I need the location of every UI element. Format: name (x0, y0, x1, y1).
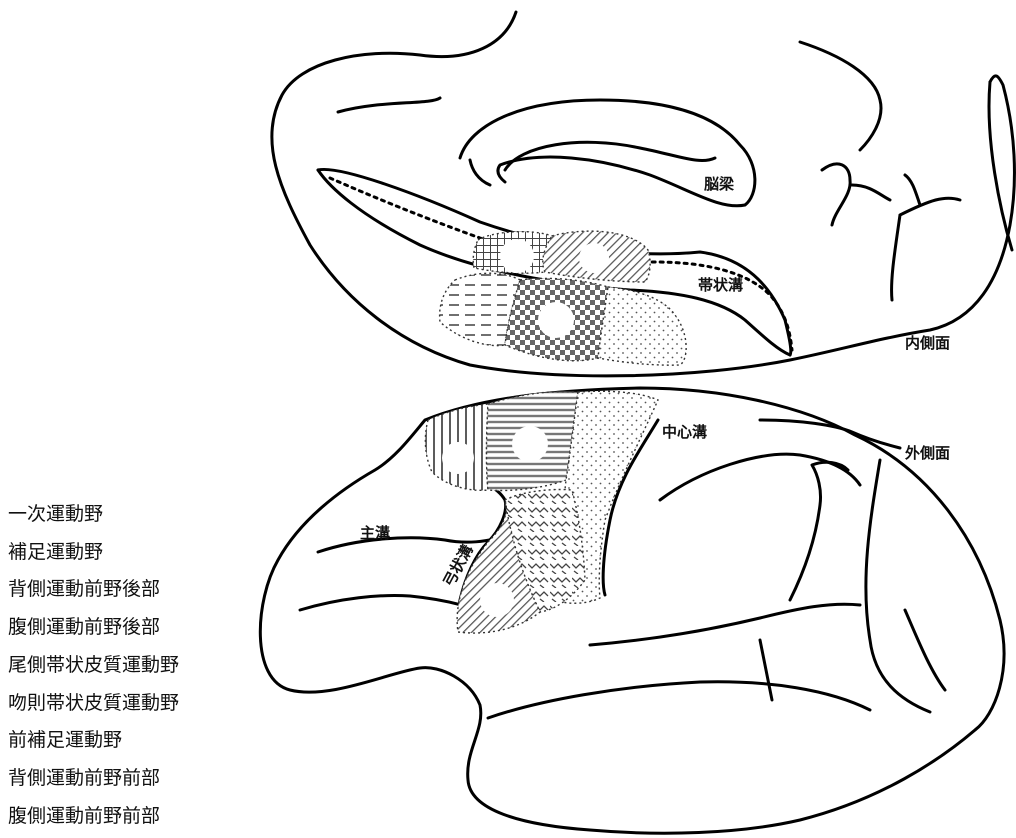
label-corpus-callosum: 脳梁 (704, 175, 735, 193)
m1-dorsal-spot (512, 426, 548, 462)
legend-item: 前補足運動野 (8, 722, 179, 760)
temporal-sulcus (590, 604, 860, 645)
occipital-sulcus-2 (760, 640, 772, 700)
medial-surface (272, 12, 1015, 376)
label-principal-sulcus: 主溝 (360, 524, 390, 542)
label-cingulate-sulcus: 帯状溝 (698, 276, 743, 294)
legend-item: 腹側運動前野前部 (8, 798, 179, 836)
label-central-sulcus: 中心溝 (662, 423, 707, 441)
temporal-lobe-edge (488, 682, 870, 718)
legend-item: 吻則帯状皮質運動野 (8, 685, 179, 723)
pre-sma-spot (579, 243, 609, 273)
label-medial-surface: 内側面 (905, 334, 950, 352)
legend-item: 補足運動野 (8, 534, 179, 572)
medial-sulcus-upper (338, 98, 440, 112)
medial-calcarine-a (822, 164, 850, 225)
cma-rostral-spot (538, 302, 574, 338)
intraparietal-sulcus (790, 462, 848, 600)
pmd-posterior-spot (442, 442, 474, 474)
motor-area-legend: 一次運動野 補足運動野 背側運動前野後部 腹側運動前野後部 尾側帯状皮質運動野 … (8, 496, 179, 835)
lateral-surface (260, 388, 1004, 833)
medial-occipital-sulcus (892, 175, 960, 300)
legend-item: 腹側運動前野後部 (8, 609, 179, 647)
lunate-sulcus (866, 460, 930, 712)
callosal-tail (470, 160, 490, 185)
medial-parieto-occipital (800, 42, 881, 150)
sma-spot (500, 239, 534, 273)
legend-item: 背側運動前野後部 (8, 571, 179, 609)
legend-item: 尾側帯状皮質運動野 (8, 647, 179, 685)
legend-item: 背側運動前野前部 (8, 760, 179, 798)
occipital-sulcus-1 (905, 610, 945, 690)
region-cingulate-anterior (598, 287, 686, 365)
legend-item: 一次運動野 (8, 496, 179, 534)
medial-calcarine-b (852, 185, 890, 200)
figure-labels: 脳梁 帯状溝 内側面 中心溝 外側面 主溝 弓状溝 (360, 175, 950, 590)
label-lateral-surface: 外側面 (904, 444, 950, 462)
pmv-anterior-spot (480, 583, 514, 617)
